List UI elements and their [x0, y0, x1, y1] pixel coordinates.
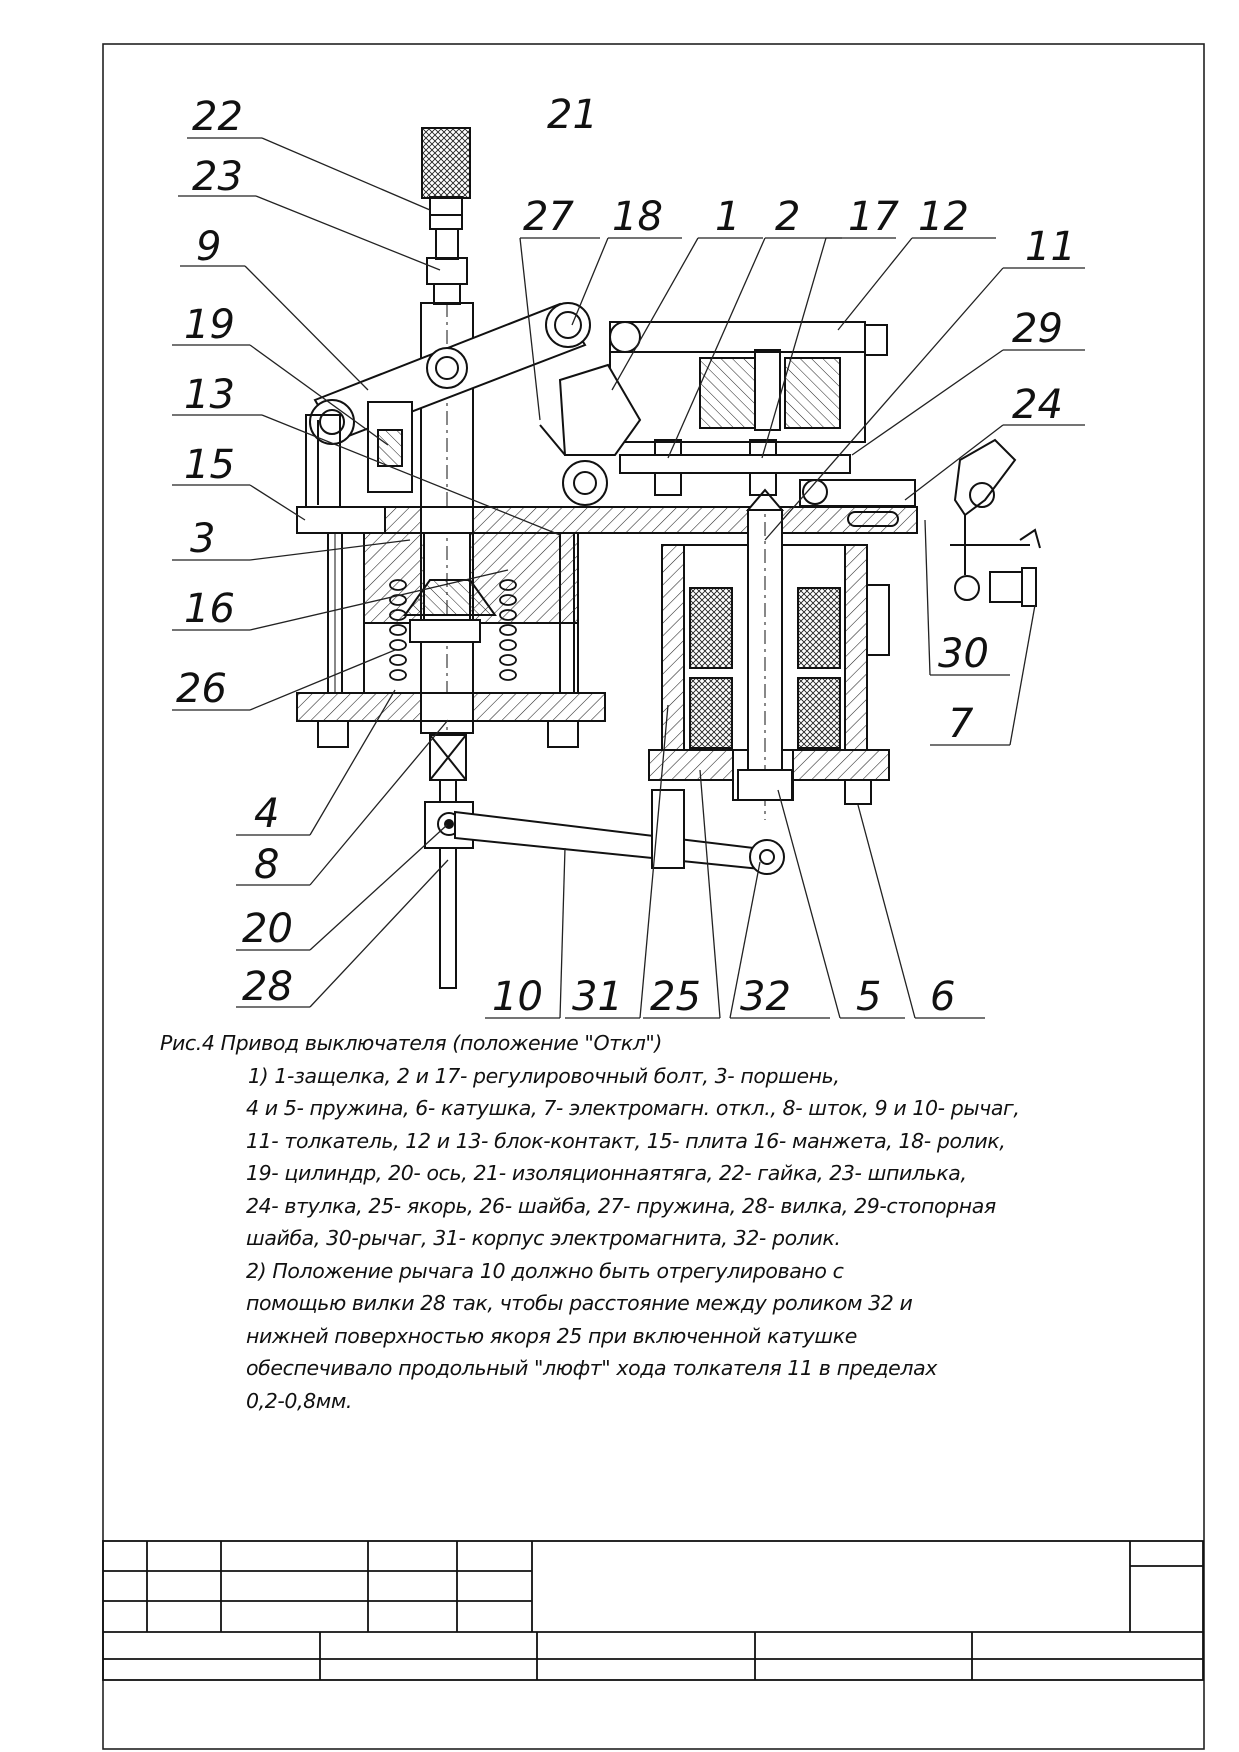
callout-3: 3	[190, 516, 215, 562]
callout-1: 1	[715, 194, 740, 240]
plate-15	[296, 506, 918, 534]
callout-5: 5	[856, 974, 881, 1020]
callout-2: 2	[775, 194, 800, 240]
callout-16: 16	[184, 586, 235, 632]
callout-8: 8	[254, 842, 279, 888]
fork-28	[439, 779, 457, 989]
callout-4: 4	[254, 791, 279, 837]
callout-28: 28	[242, 964, 293, 1010]
roller-18	[545, 302, 591, 348]
caption-title: Рис.4 Привод выключателя (положение "Отк…	[160, 1031, 663, 1055]
caption-line: обеспечивало продольный "люфт" хода толк…	[246, 1356, 937, 1380]
caption-line: 0,2-0,8мм.	[246, 1388, 353, 1413]
callout-12: 12	[918, 194, 969, 240]
callout-9: 9	[196, 224, 221, 270]
caption-line: 1) 1-защелка, 2 и 17- регулировочный бол…	[248, 1063, 840, 1088]
callout-26: 26	[176, 666, 227, 712]
spring-4	[389, 579, 517, 681]
caption-line: помощью вилки 28 так, чтобы расстояние м…	[246, 1291, 913, 1315]
callout-21: 21	[547, 92, 598, 138]
caption-line: 4 и 5- пружина, 6- катушка, 7- электрома…	[246, 1096, 1020, 1120]
latch-1	[558, 363, 642, 456]
callout-11: 11	[1025, 224, 1076, 270]
lever-10	[454, 810, 771, 872]
caption-line: 19- цилиндр, 20- ось, 21- изоляционнаятя…	[246, 1161, 967, 1185]
callout-19: 19	[184, 302, 235, 348]
roller-32	[749, 839, 785, 875]
figure-caption: Рис.4 Привод выключателя (положение "Отк…	[160, 1027, 1090, 1417]
callout-27: 27	[523, 194, 574, 240]
insulating-rod	[421, 127, 471, 199]
caption-line: шайба, 30-рычаг, 31- корпус электромагни…	[246, 1226, 841, 1250]
callout-24: 24	[1012, 382, 1063, 428]
callout-10: 10	[492, 974, 543, 1020]
caption-line: нижней поверхностью якоря 25 при включен…	[246, 1323, 857, 1348]
title-block	[102, 1540, 1204, 1681]
callout-18: 18	[612, 194, 663, 240]
callout-31: 31	[572, 974, 623, 1020]
callout-numbers: 22 21 23 27 18 1 2 17 12 9 11 29 19 24 1…	[176, 92, 1076, 1020]
callout-6: 6	[930, 974, 955, 1020]
callout-32: 32	[740, 974, 791, 1020]
caption-line: 11- толкатель, 12 и 13- блок-контакт, 15…	[246, 1128, 1006, 1153]
callout-leaders	[172, 137, 1085, 1019]
mechanism-drawing	[296, 127, 1041, 989]
callout-15: 15	[184, 442, 235, 488]
sheet-frame	[102, 43, 1205, 1750]
callout-17: 17	[848, 194, 899, 240]
lever-30	[953, 438, 1017, 517]
caption-line: 24- втулка, 25- якорь, 26- шайба, 27- пр…	[246, 1193, 996, 1218]
callout-29: 29	[1012, 306, 1063, 352]
callout-23: 23	[192, 154, 243, 200]
stud	[435, 228, 459, 260]
coil-6	[689, 587, 733, 669]
nut	[429, 196, 463, 230]
callout-7: 7	[948, 701, 974, 747]
callout-13: 13	[184, 372, 235, 418]
caption-line: 2) Положение рычага 10 должно быть отрег…	[246, 1258, 844, 1283]
callout-22: 22	[192, 94, 243, 140]
callout-20: 20	[242, 906, 293, 952]
callout-30: 30	[938, 631, 989, 677]
callout-25: 25	[650, 974, 701, 1020]
armature-25	[737, 769, 793, 801]
